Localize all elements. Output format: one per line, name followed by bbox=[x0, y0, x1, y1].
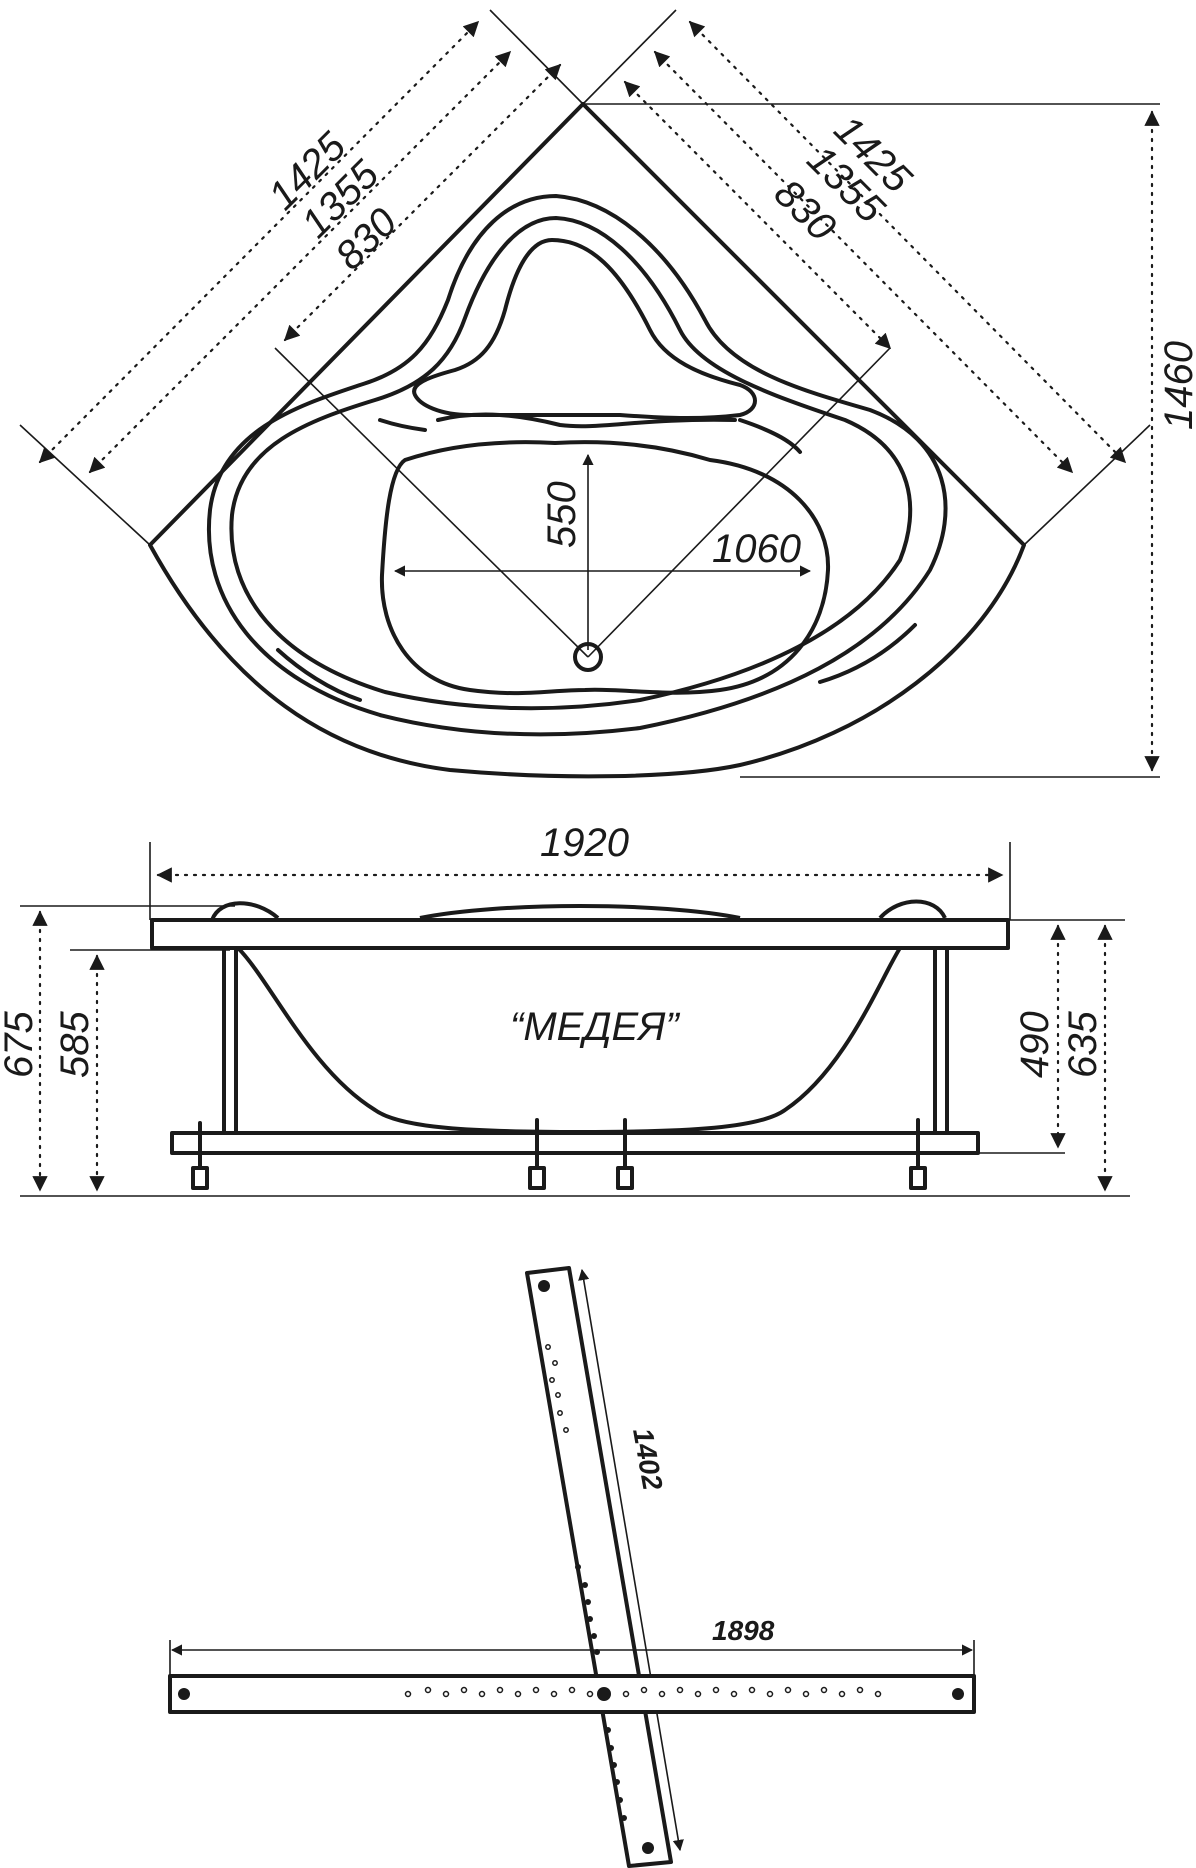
diagonal-beam-holes bbox=[545, 1344, 627, 1821]
bowl bbox=[379, 440, 831, 696]
bolt-top bbox=[538, 1280, 550, 1292]
side-view: 1920 “МЕДЕЯ” bbox=[0, 821, 1130, 1197]
bowl-width-label: 1060 bbox=[712, 527, 801, 571]
left-extension-bottom bbox=[19, 424, 151, 546]
side-armrest-left bbox=[378, 418, 427, 432]
cross-beam-holes bbox=[404, 1686, 882, 1698]
diagonal-beam-dim bbox=[578, 1268, 684, 1852]
tub-outer-rim bbox=[148, 102, 1026, 779]
right-extension-bottom bbox=[1023, 424, 1151, 546]
frame-leg-left bbox=[222, 946, 238, 1135]
rim-bump-left bbox=[210, 901, 280, 921]
bolt-center bbox=[597, 1687, 611, 1701]
guide-line-right bbox=[587, 347, 891, 658]
tub-rim bbox=[150, 918, 1010, 950]
height-total-label: 675 bbox=[0, 1011, 41, 1078]
top-view: 1060 550 1425 1355 830 1425 1355 830 146… bbox=[19, 9, 1196, 779]
base-frame bbox=[170, 1131, 980, 1155]
frame-view: 1402 1898 bbox=[168, 1266, 976, 1868]
bolt-bottom bbox=[642, 1842, 654, 1854]
bolt-left bbox=[178, 1688, 190, 1700]
rim-bump-right bbox=[878, 899, 947, 920]
side-armrest-right bbox=[738, 418, 802, 454]
left-inner-dim bbox=[283, 63, 562, 342]
foot-3 bbox=[616, 1118, 634, 1190]
depth-label: 1460 bbox=[1157, 341, 1196, 430]
cross-beam-label: 1898 bbox=[712, 1615, 775, 1646]
bottom-line-right bbox=[818, 623, 917, 684]
foot-2 bbox=[528, 1118, 546, 1190]
bolt-right bbox=[952, 1688, 964, 1700]
right-extension-top bbox=[582, 9, 677, 105]
foot-4 bbox=[909, 1118, 927, 1190]
diagonal-beam-label: 1402 bbox=[627, 1426, 668, 1493]
cross-beam bbox=[168, 1674, 976, 1714]
frame-leg-right bbox=[933, 946, 949, 1135]
bowl-depth-label: 550 bbox=[540, 481, 584, 548]
model-name: “МЕДЕЯ” bbox=[510, 1005, 680, 1049]
bottom-line-left bbox=[276, 648, 362, 702]
width-label: 1920 bbox=[540, 821, 629, 865]
rim-bump-center bbox=[419, 904, 741, 920]
diagonal-beam bbox=[525, 1266, 673, 1868]
foot-1 bbox=[191, 1121, 209, 1190]
height-frame-label: 635 bbox=[1061, 1011, 1105, 1078]
headrest bbox=[412, 238, 757, 421]
support-feet bbox=[191, 1118, 927, 1190]
height-bowl-label: 585 bbox=[53, 1011, 97, 1078]
left-outer-dim bbox=[38, 20, 480, 464]
right-inner-dim bbox=[623, 80, 892, 350]
left-extension-top bbox=[489, 9, 584, 105]
height-inner-label: 490 bbox=[1013, 1011, 1057, 1078]
